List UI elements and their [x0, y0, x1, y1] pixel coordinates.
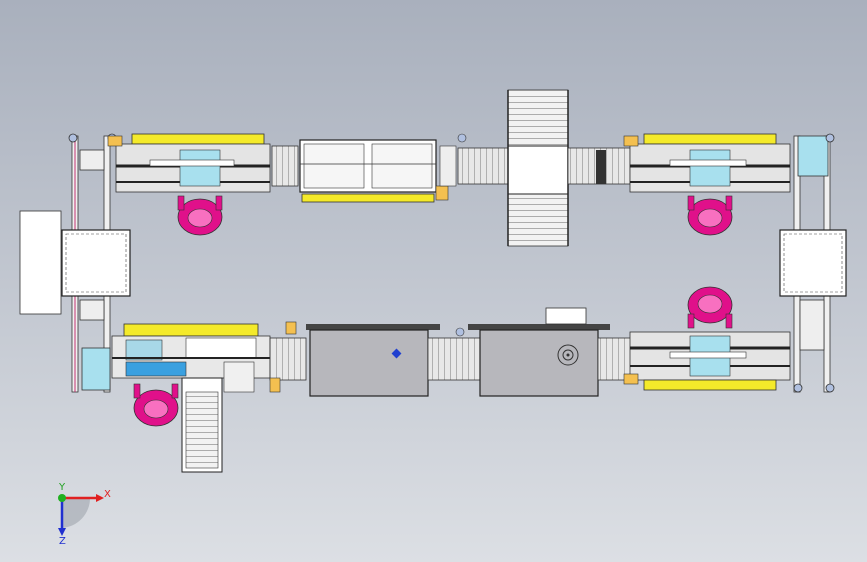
indicator-icon — [391, 348, 402, 359]
left-turntable — [61, 229, 131, 297]
station-bottom-left — [111, 323, 271, 393]
right-turntable — [779, 229, 847, 297]
station-bottom-right — [623, 331, 791, 391]
processing-module-2 — [468, 307, 610, 397]
station-top-left — [107, 133, 271, 193]
robot-top-right — [687, 195, 733, 236]
cyan-fixture — [179, 149, 221, 187]
roller-conveyor — [427, 337, 481, 381]
z-axis-label: Z — [59, 536, 66, 547]
cross-conveyor — [507, 89, 569, 247]
robot-bottom-left — [133, 383, 179, 427]
yellow-rail — [301, 193, 435, 203]
roller-conveyor — [457, 147, 509, 185]
roller-conveyor — [269, 337, 307, 381]
coordinate-triad[interactable]: X Y Z — [58, 482, 111, 547]
station-top-right — [623, 133, 791, 193]
robot-bottom-right — [687, 286, 733, 329]
roller-conveyor — [271, 145, 299, 187]
spindle-icon — [557, 344, 579, 366]
robot-top-left — [177, 195, 223, 236]
roller-conveyor — [597, 337, 635, 381]
stopper — [596, 150, 606, 184]
top-buffer-station — [299, 133, 467, 203]
y-axis-dot-icon — [58, 494, 66, 502]
left-cabinet — [19, 210, 62, 315]
yellow-rail — [131, 133, 265, 145]
processing-module-1 — [306, 324, 440, 397]
x-axis-label: X — [104, 489, 111, 500]
y-axis-label: Y — [58, 482, 66, 493]
